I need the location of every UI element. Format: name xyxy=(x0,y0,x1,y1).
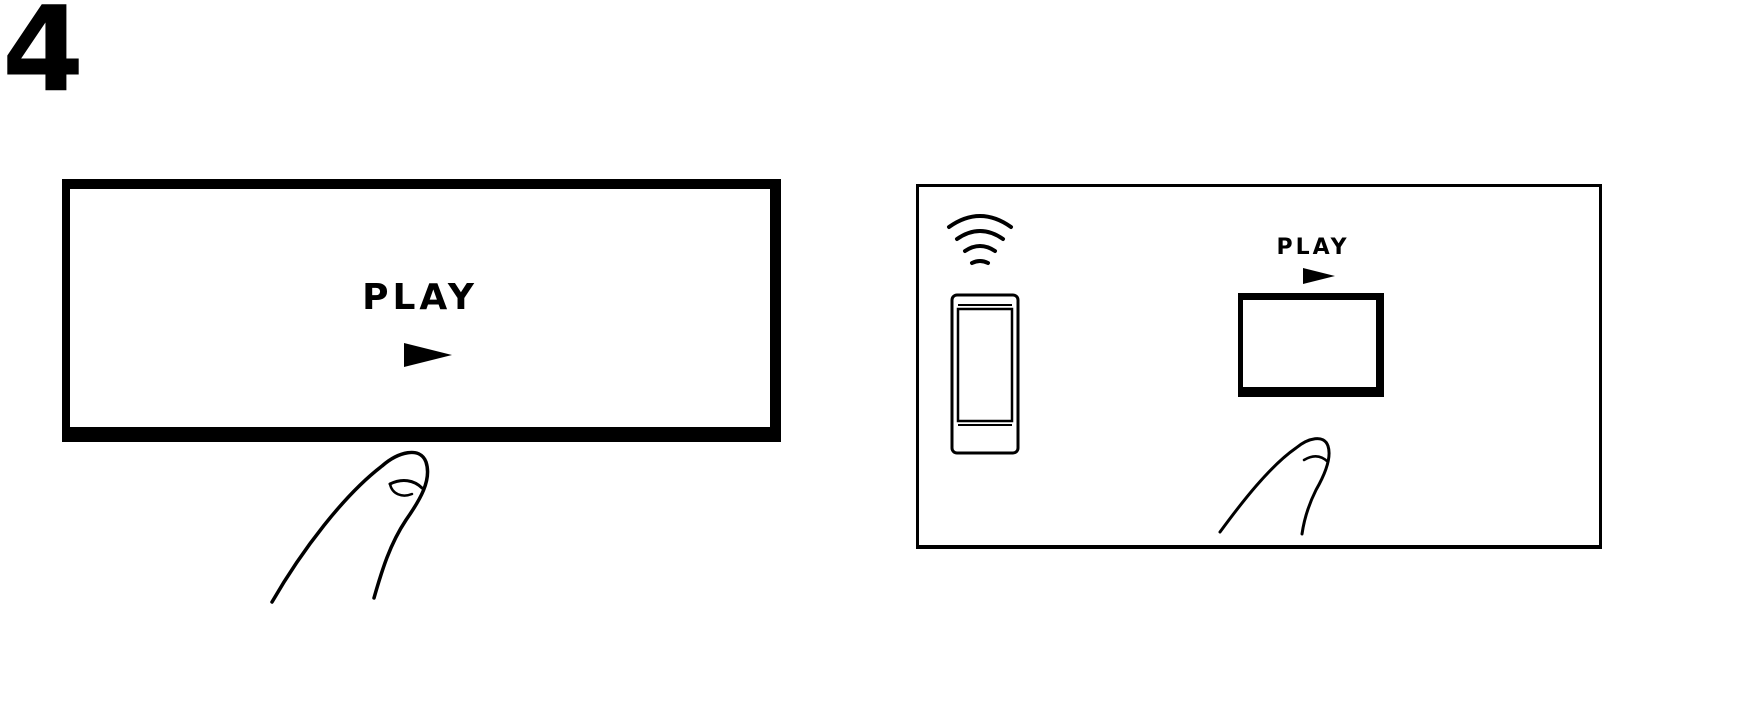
remote-sensor-window-icon xyxy=(949,291,1021,457)
pressing-finger-icon xyxy=(1212,428,1352,538)
play-triangle-icon xyxy=(1303,267,1335,285)
remote-signal-waves-icon xyxy=(945,209,1015,271)
play-button-label: PLAY xyxy=(70,277,770,318)
play-triangle-icon xyxy=(404,341,452,369)
play-button-illustration: PLAY xyxy=(62,179,781,442)
remote-play-button xyxy=(1238,293,1384,397)
remote-play-label: PLAY xyxy=(1243,235,1383,260)
step-number: 4 xyxy=(2,0,84,108)
pressing-finger-icon xyxy=(262,440,442,610)
